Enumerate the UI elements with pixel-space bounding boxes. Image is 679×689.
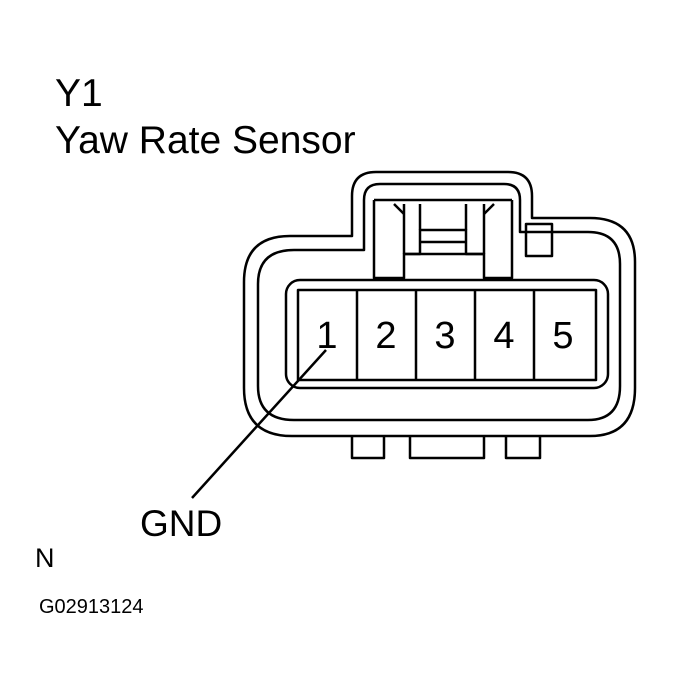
connector-lock-latch (372, 198, 514, 280)
figure-id: G02913124 (39, 596, 144, 618)
pin-number: 1 (316, 315, 337, 357)
connector-housing-outer (242, 170, 637, 438)
pin-number: 4 (493, 315, 514, 357)
pin-number: 5 (552, 315, 573, 357)
gnd-leader-line (191, 349, 327, 499)
pin-number: 3 (434, 315, 455, 357)
view-marker: N (35, 543, 55, 573)
pin-cavity-frame-outer (284, 278, 610, 390)
gnd-label: GND (140, 503, 223, 544)
connector-code: Y1 (55, 72, 103, 115)
connector-key-tab (524, 222, 554, 258)
connector-bottom-tab (504, 436, 542, 460)
pin-number: 2 (375, 315, 396, 357)
component-name: Yaw Rate Sensor (55, 119, 356, 162)
pin-cavity-frame (296, 288, 598, 382)
connector-housing-inner (256, 182, 622, 422)
connector-bottom-tab (408, 436, 486, 460)
connector-bottom-tab (350, 436, 386, 460)
